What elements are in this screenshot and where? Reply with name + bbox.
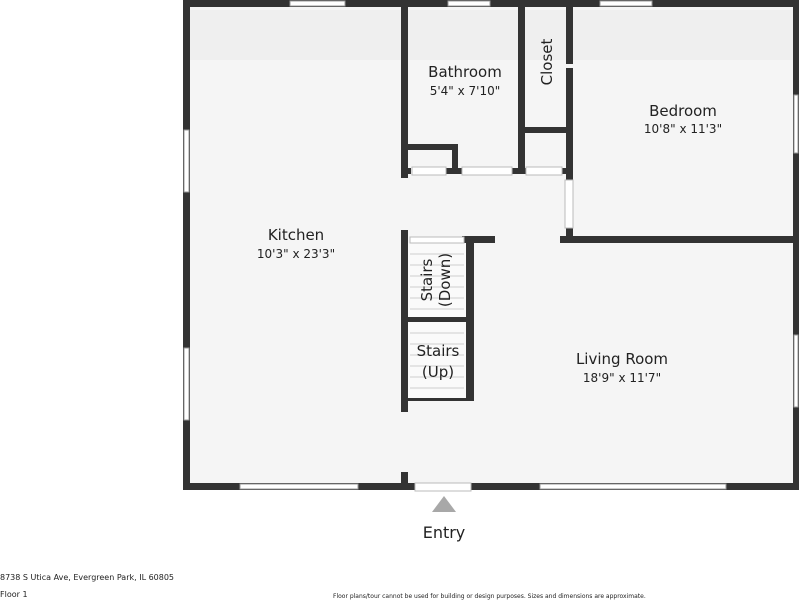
address-text: 8738 S Utica Ave, Evergreen Park, IL 608… [0, 573, 175, 582]
exterior-walls [183, 0, 799, 490]
entry-label: Entry [423, 523, 466, 542]
door-openings [411, 166, 574, 492]
kitchen-label: Kitchen [268, 226, 324, 244]
bathroom-label: Bathroom [428, 63, 502, 81]
svg-text:(Down): (Down) [436, 253, 454, 307]
living-room-label: Living Room [576, 350, 668, 368]
stairs-up-label: Stairs (Up) [417, 342, 460, 381]
entry-arrow-icon [432, 496, 456, 512]
disclaimer-text: Floor plans/tour cannot be used for buil… [333, 593, 646, 600]
floor-area [188, 4, 799, 486]
kitchen-size: 10'3" x 23'3" [257, 247, 335, 261]
floor-text: Floor 1 [0, 590, 28, 599]
svg-text:(Up): (Up) [422, 363, 454, 381]
stairs-up-steps [408, 322, 474, 401]
svg-text:Stairs: Stairs [418, 258, 436, 301]
living-room-size: 18'9" x 11'7" [583, 371, 661, 385]
stairs-down-label: Stairs (Down) [418, 253, 454, 307]
interior-walls [401, 4, 798, 486]
bedroom-label: Bedroom [649, 102, 717, 120]
windows [183, 0, 799, 490]
bedroom-size: 10'8" x 11'3" [644, 122, 722, 136]
stairs-down-steps [408, 236, 466, 317]
watermark [188, 10, 799, 60]
bathroom-size: 5'4" x 7'10" [430, 84, 501, 98]
svg-text:Stairs: Stairs [417, 342, 460, 360]
closet-label: Closet [538, 39, 556, 86]
